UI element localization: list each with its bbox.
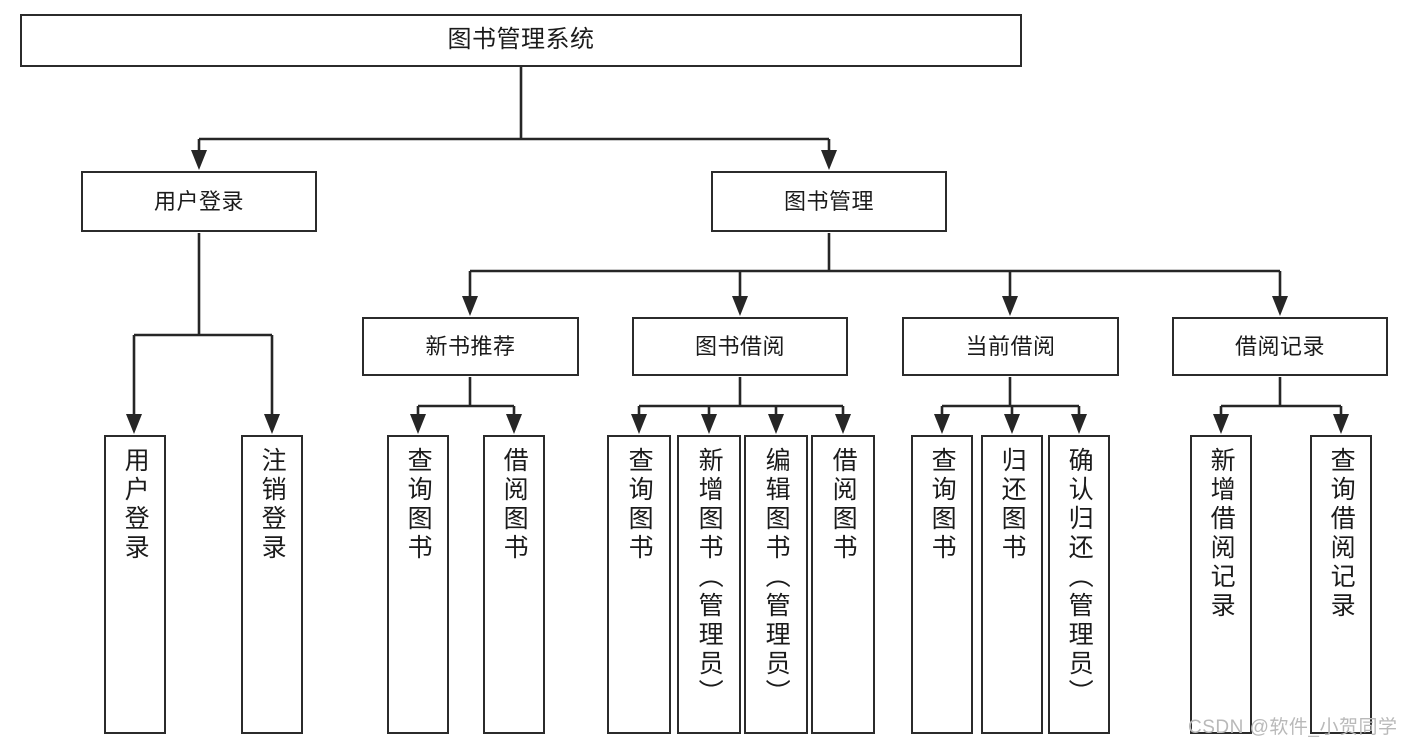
arrow-borrow-leaf-3: [768, 414, 784, 434]
node-label: 编辑图书（管理员）: [762, 447, 791, 708]
arrow-newrec-leaf-2: [506, 414, 522, 434]
node-label: 确认归还（管理员）: [1065, 447, 1094, 708]
leaf-logout[interactable]: 注销登录: [241, 435, 303, 734]
arrow-borrow-leaf-2: [701, 414, 717, 434]
node-label: 查询借阅记录: [1327, 447, 1356, 621]
arrow-bookmgmt-current: [1002, 296, 1018, 316]
leaf-confirm-return-admin[interactable]: 确认归还（管理员）: [1048, 435, 1110, 734]
node-label: 新书推荐: [425, 333, 516, 359]
arrow-newrec-leaf-1: [410, 414, 426, 434]
arrow-current-leaf-1: [934, 414, 950, 434]
leaf-borrow-book-newrec[interactable]: 借阅图书: [483, 435, 545, 734]
node-label: 当前借阅: [965, 333, 1056, 359]
node-label: 新增图书（管理员）: [695, 447, 724, 708]
arrow-record-leaf-1: [1213, 414, 1229, 434]
arrow-borrow-leaf-1: [631, 414, 647, 434]
node-label: 查询图书: [404, 447, 433, 563]
arrow-bookmgmt-borrow: [732, 296, 748, 316]
leaf-search-book-current[interactable]: 查询图书: [911, 435, 973, 734]
arrow-borrow-leaf-4: [835, 414, 851, 434]
node-label: 借阅图书: [829, 447, 858, 563]
node-label: 借阅记录: [1234, 333, 1325, 359]
node-label: 查询图书: [928, 447, 957, 563]
arrow-current-leaf-2: [1004, 414, 1020, 434]
node-label: 图书管理: [783, 188, 874, 214]
arrow-userlogin-leaf-1: [126, 414, 142, 434]
leaf-search-book-borrow[interactable]: 查询图书: [607, 435, 671, 734]
node-book-borrow[interactable]: 图书借阅: [632, 317, 848, 376]
node-label: 用户登录: [121, 447, 150, 563]
node-label: 图书借阅: [694, 333, 785, 359]
arrow-record-leaf-2: [1333, 414, 1349, 434]
node-current-borrow[interactable]: 当前借阅: [902, 317, 1119, 376]
arrow-root-to-book-mgmt: [821, 150, 837, 170]
leaf-add-borrow-record[interactable]: 新增借阅记录: [1190, 435, 1252, 734]
node-label: 借阅图书: [500, 447, 529, 563]
leaf-borrow-book[interactable]: 借阅图书: [811, 435, 875, 734]
arrow-userlogin-leaf-2: [264, 414, 280, 434]
node-label: 图书管理系统: [447, 26, 595, 54]
node-label: 归还图书: [998, 447, 1027, 563]
arrow-bookmgmt-newrec: [462, 296, 478, 316]
arrow-current-leaf-3: [1071, 414, 1087, 434]
leaf-search-borrow-record[interactable]: 查询借阅记录: [1310, 435, 1372, 734]
leaf-user-login[interactable]: 用户登录: [104, 435, 166, 734]
node-label: 新增借阅记录: [1207, 447, 1236, 621]
arrow-root-to-user-login: [191, 150, 207, 170]
node-label: 用户登录: [153, 188, 244, 214]
node-book-management[interactable]: 图书管理: [711, 171, 947, 232]
arrow-bookmgmt-record: [1272, 296, 1288, 316]
leaf-return-book[interactable]: 归还图书: [981, 435, 1043, 734]
node-new-book-recommend[interactable]: 新书推荐: [362, 317, 579, 376]
leaf-add-book-admin[interactable]: 新增图书（管理员）: [677, 435, 741, 734]
node-label: 查询图书: [625, 447, 654, 563]
node-user-login[interactable]: 用户登录: [81, 171, 317, 232]
leaf-edit-book-admin[interactable]: 编辑图书（管理员）: [744, 435, 808, 734]
leaf-search-book-newrec[interactable]: 查询图书: [387, 435, 449, 734]
csdn-watermark: CSDN @软件_小贺同学: [1188, 717, 1398, 738]
node-borrow-record[interactable]: 借阅记录: [1172, 317, 1388, 376]
node-label: 注销登录: [258, 447, 287, 563]
node-root-system[interactable]: 图书管理系统: [20, 14, 1022, 67]
